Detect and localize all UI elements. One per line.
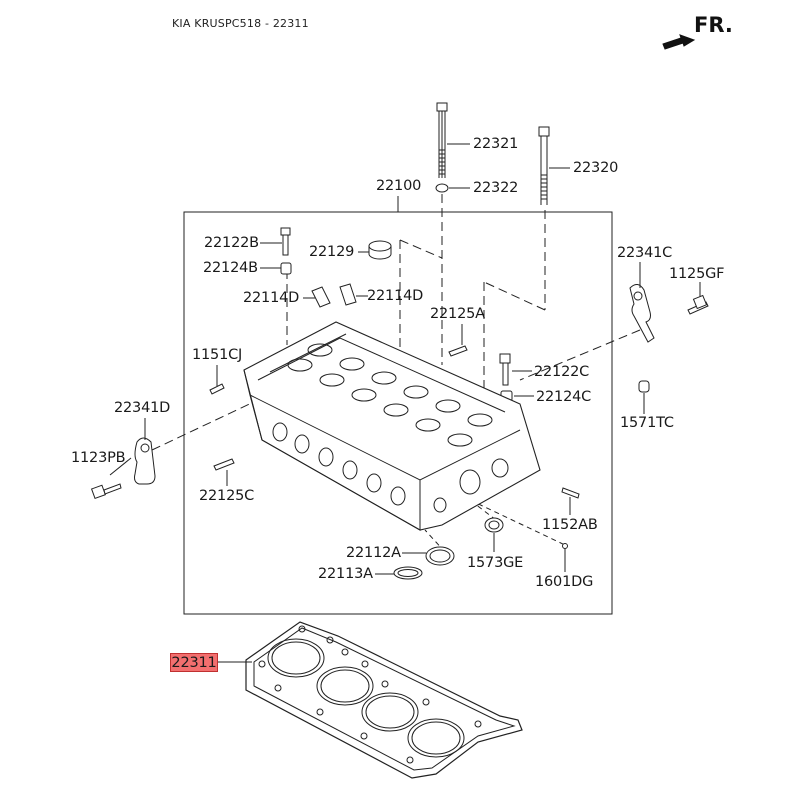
bolt-22320 <box>538 126 550 205</box>
part-label-22122C[interactable]: 22122C <box>534 364 590 380</box>
highlighted-part-label-22311[interactable]: 22311 <box>170 653 218 672</box>
part-label-22129[interactable]: 22129 <box>309 244 355 260</box>
part-label-1571TC[interactable]: 1571TC <box>620 415 674 431</box>
bolt-1123PB <box>90 483 122 500</box>
seal-1573GE <box>484 517 504 533</box>
part-label-22114D-right[interactable]: 22114D <box>367 288 424 304</box>
part-label-22341D[interactable]: 22341D <box>114 400 171 416</box>
part-label-22100[interactable]: 22100 <box>376 178 422 194</box>
part-label-1573GE[interactable]: 1573GE <box>467 555 524 571</box>
part-label-22122B[interactable]: 22122B <box>204 235 259 251</box>
part-label-22320[interactable]: 22320 <box>573 160 619 176</box>
part-label-22113A[interactable]: 22113A <box>318 566 373 582</box>
alignment-lines <box>151 194 641 451</box>
part-label-22124C[interactable]: 22124C <box>536 389 592 405</box>
cap-22129 <box>368 240 392 260</box>
item-1601DG <box>562 543 568 549</box>
part-label-22125C[interactable]: 22125C <box>199 488 255 504</box>
part-label-22125A[interactable]: 22125A <box>430 306 485 322</box>
part-label-22341C[interactable]: 22341C <box>617 245 673 261</box>
part-label-22124B[interactable]: 22124B <box>203 260 258 276</box>
leader-1123PB <box>109 457 132 476</box>
pin-22114D-left <box>311 286 331 308</box>
stud-22125C <box>213 458 235 471</box>
bolt-22122C <box>499 353 511 386</box>
front-direction-arrow-icon <box>662 34 696 50</box>
bolt-22122B <box>280 227 291 256</box>
dowel-1151CJ <box>209 383 225 395</box>
gasket-22113A <box>393 566 423 580</box>
pin-1152AB <box>561 487 580 499</box>
washer-22322 <box>435 183 449 193</box>
pin-22114D-right <box>339 283 357 306</box>
cylinder-head-22100 <box>243 321 541 531</box>
bracket-22341C <box>629 284 655 343</box>
stud-22125A <box>448 345 468 357</box>
sleeve-22124B <box>280 262 292 275</box>
part-label-22114D-left[interactable]: 22114D <box>243 290 300 306</box>
part-label-22321[interactable]: 22321 <box>473 136 519 152</box>
bolt-1125GF <box>687 294 709 315</box>
head-gasket-22311 <box>245 621 523 779</box>
part-label-1125GF[interactable]: 1125GF <box>669 266 725 282</box>
part-label-1123PB[interactable]: 1123PB <box>71 450 126 466</box>
bolt-22321 <box>436 102 448 178</box>
bracket-22341D <box>134 437 156 485</box>
part-label-1152AB[interactable]: 1152AB <box>542 517 598 533</box>
part-label-22112A[interactable]: 22112A <box>346 545 401 561</box>
part-label-22322[interactable]: 22322 <box>473 180 519 196</box>
page-header-title: KIA KRUSPC518 - 22311 <box>172 17 309 30</box>
part-label-1151CJ[interactable]: 1151CJ <box>192 347 243 363</box>
gasket-22112A <box>425 546 455 566</box>
part-label-1601DG[interactable]: 1601DG <box>535 574 594 590</box>
plug-1571TC <box>638 380 650 393</box>
front-direction-label: FR. <box>694 13 733 37</box>
